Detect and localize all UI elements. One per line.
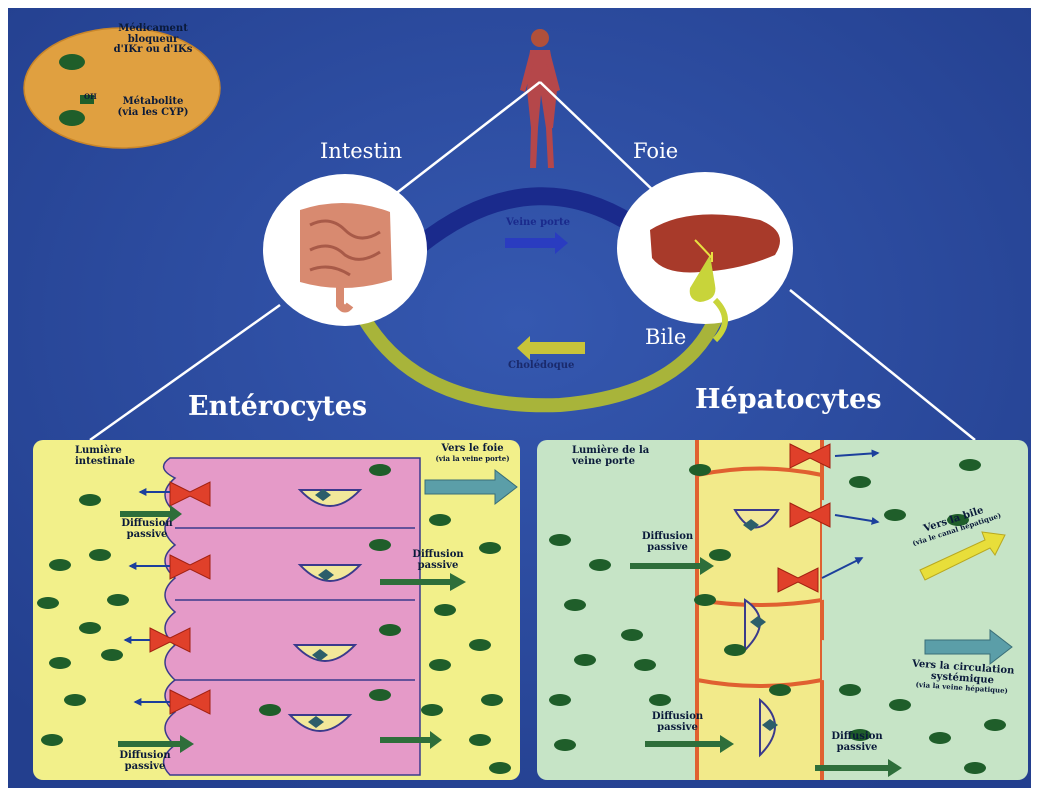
diffusion-passive-right-3: Diffusion passive xyxy=(822,732,892,753)
diffusion-passive-right-2-line1: Diffusion xyxy=(645,712,710,723)
legend-metabolite-molecule xyxy=(59,110,85,126)
diffusion-passive-left-3-line2: passive xyxy=(110,762,180,773)
diffusion-passive-right-3-line1: Diffusion xyxy=(822,732,892,743)
legend-drug-label: Médicament bloqueur d'IKr ou d'IKs xyxy=(98,24,208,56)
veine-porte-label: Veine porte xyxy=(506,218,570,229)
diffusion-passive-left-2-line2: passive xyxy=(398,561,478,572)
legend-drug-line1: Médicament xyxy=(98,24,208,35)
diffusion-passive-right-1-line1: Diffusion xyxy=(635,532,700,543)
diffusion-passive-left-2: Diffusion passive xyxy=(398,550,478,571)
vers-le-foie-label: Vers le foie (via la veine porte) xyxy=(425,444,520,462)
diffusion-passive-right-2-line2: passive xyxy=(645,723,710,734)
vers-le-foie-line2: (via la veine porte) xyxy=(425,455,520,462)
lumiere-veine-porte-label: Lumière de la veine porte xyxy=(572,446,649,467)
diffusion-passive-right-1-line2: passive xyxy=(635,543,700,554)
legend-metabolite-label: Métabolite (via les CYP) xyxy=(98,97,208,118)
lumiere-veine-porte-line2: veine porte xyxy=(572,457,649,468)
lumiere-intestinale-line2: intestinale xyxy=(75,457,135,468)
vers-le-foie-line1: Vers le foie xyxy=(425,444,520,455)
lumiere-intestinale-line1: Lumière xyxy=(75,446,135,457)
choledoque-label: Cholédoque xyxy=(508,361,574,372)
lumiere-intestinale-label: Lumière intestinale xyxy=(75,446,135,467)
diffusion-passive-left-1-line1: Diffusion xyxy=(112,519,182,530)
bile-label: Bile xyxy=(645,326,686,348)
hepatocytes-panel xyxy=(537,440,1028,780)
diffusion-passive-left-1-line2: passive xyxy=(112,530,182,541)
diffusion-passive-left-1: Diffusion passive xyxy=(112,519,182,540)
hepatocytes-heading: Hépatocytes xyxy=(695,386,882,414)
intestine-circle xyxy=(263,174,427,326)
enterocytes-heading: Entérocytes xyxy=(188,393,367,421)
diffusion-passive-left-3-line1: Diffusion xyxy=(110,751,180,762)
legend-drug-molecule xyxy=(59,54,85,70)
lumiere-veine-porte-line1: Lumière de la xyxy=(572,446,649,457)
diffusion-passive-right-1: Diffusion passive xyxy=(635,532,700,553)
diffusion-passive-right-2: Diffusion passive xyxy=(645,712,710,733)
diffusion-passive-right-3-line2: passive xyxy=(822,743,892,754)
foie-label: Foie xyxy=(633,140,678,162)
legend-oh-label: OH xyxy=(84,93,97,100)
diffusion-passive-left-3: Diffusion passive xyxy=(110,751,180,772)
legend-metabolite-line2: (via les CYP) xyxy=(98,108,208,119)
intestin-label: Intestin xyxy=(320,140,402,162)
legend-drug-line3: d'IKr ou d'IKs xyxy=(98,45,208,56)
enterocytes-panel xyxy=(33,440,520,780)
diffusion-passive-left-2-line1: Diffusion xyxy=(398,550,478,561)
legend-metabolite-line1: Métabolite xyxy=(98,97,208,108)
